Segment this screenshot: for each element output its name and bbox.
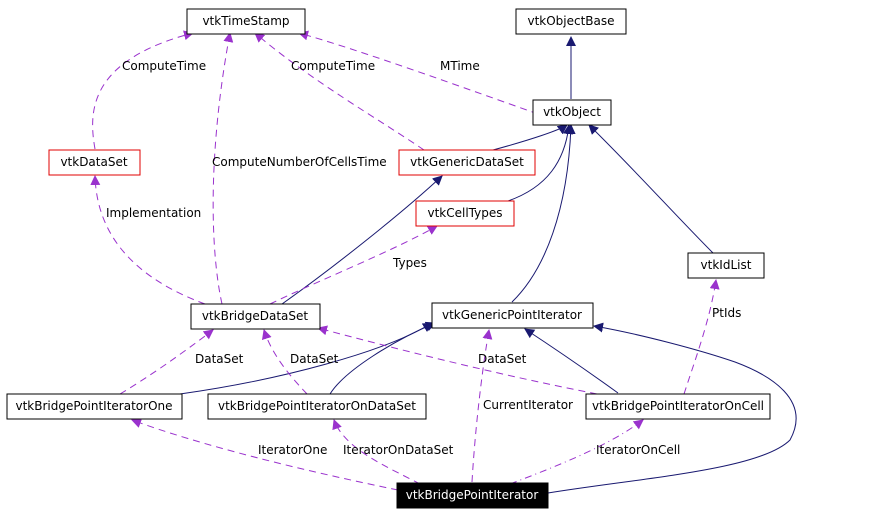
label-computetime-mid: ComputeTime — [291, 59, 375, 73]
svg-text:vtkBridgePointIteratorOnCell: vtkBridgePointIteratorOnCell — [592, 399, 764, 413]
svg-text:vtkObject: vtkObject — [543, 105, 601, 119]
edge-genericdataset-computetime — [254, 32, 425, 151]
node-vtkbridgepointiteratoroncell[interactable]: vtkBridgePointIteratorOnCell — [585, 393, 771, 420]
inheritance-edges — [179, 36, 797, 494]
label-mtime: MTime — [440, 59, 480, 73]
edge-dataset-computetime — [92, 30, 194, 150]
label-iteratoroncell: IteratorOnCell — [596, 443, 680, 457]
node-vtkdataset[interactable]: vtkDataSet — [48, 149, 141, 176]
label-iteratorone: IteratorOne — [258, 443, 327, 457]
label-computenumberofcellstime: ComputeNumberOfCellsTime — [212, 155, 387, 169]
svg-text:vtkBridgePointIteratorOne: vtkBridgePointIteratorOne — [16, 399, 173, 413]
svg-text:vtkTimeStamp: vtkTimeStamp — [202, 14, 289, 28]
label-dataset-mid: DataSet — [290, 352, 339, 366]
edge-idlist-to-object — [588, 124, 714, 254]
label-ptids: PtIds — [712, 306, 741, 320]
edge-genericdataset-to-object — [492, 124, 568, 151]
svg-text:vtkBridgePointIteratorOnDataSe: vtkBridgePointIteratorOnDataSet — [218, 399, 416, 413]
node-vtkobjectbase[interactable]: vtkObjectBase — [515, 8, 627, 35]
svg-text:vtkGenericPointIterator: vtkGenericPointIterator — [442, 308, 582, 322]
label-types: Types — [392, 256, 427, 270]
node-vtkidlist[interactable]: vtkIdList — [687, 252, 765, 279]
edge-bridgepointiterator-iteratorone — [131, 418, 399, 491]
edge-genericpointiterator-to-object — [511, 124, 576, 303]
edge-bridgedataset-computenumberofcellstime — [212, 32, 234, 305]
node-vtkobject[interactable]: vtkObject — [532, 99, 612, 126]
label-computetime-left: ComputeTime — [122, 59, 206, 73]
node-vtkbridgepointiteratorondataset[interactable]: vtkBridgePointIteratorOnDataSet — [207, 393, 427, 420]
edge-one-dataset — [119, 329, 214, 395]
edge-oncell-dataset — [317, 325, 598, 395]
usage-edges — [90, 30, 720, 491]
label-implementation: Implementation — [106, 206, 201, 220]
edge-labels: ComputeTime ComputeTime MTime ComputeNum… — [106, 59, 741, 457]
node-vtkbridgepointiteratorone[interactable]: vtkBridgePointIteratorOne — [6, 393, 183, 420]
svg-text:vtkCellTypes: vtkCellTypes — [428, 206, 503, 220]
edge-ondataset-to-genericpointiterator — [329, 321, 436, 395]
edge-bridgepointiterator-iteratorondataset — [332, 419, 421, 485]
node-vtkbridgepointiterator[interactable]: vtkBridgePointIterator — [396, 482, 549, 509]
svg-text:vtkBridgePointIterator: vtkBridgePointIterator — [406, 488, 539, 502]
svg-text:vtkIdList: vtkIdList — [701, 258, 752, 272]
edge-object-mtime — [298, 30, 539, 115]
edge-oncell-ptids — [683, 279, 720, 395]
edge-bridgepointiterator-currentiterator — [471, 329, 493, 483]
label-currentiterator: CurrentIterator — [483, 398, 573, 412]
label-dataset-right: DataSet — [478, 352, 527, 366]
svg-text:vtkObjectBase: vtkObjectBase — [527, 14, 614, 28]
nodes: vtkTimeStamp vtkObjectBase vtkObject vtk… — [6, 8, 771, 509]
edge-bridgedataset-implementation — [90, 175, 206, 305]
node-vtkgenericpointiterator[interactable]: vtkGenericPointIterator — [431, 302, 594, 329]
edge-ondataset-dataset — [261, 329, 308, 395]
label-dataset-left: DataSet — [195, 352, 244, 366]
node-vtkbridgedataset[interactable]: vtkBridgeDataSet — [190, 303, 321, 330]
node-vtktimestamp[interactable]: vtkTimeStamp — [186, 8, 306, 35]
edge-bridgepointiterator-iteratoroncell — [509, 419, 644, 485]
node-vtkgenericdataset[interactable]: vtkGenericDataSet — [398, 149, 536, 176]
edge-bridgedataset-to-genericdataset — [281, 175, 443, 305]
svg-text:vtkGenericDataSet: vtkGenericDataSet — [410, 155, 524, 169]
node-vtkcelltypes[interactable]: vtkCellTypes — [415, 200, 515, 227]
svg-text:vtkDataSet: vtkDataSet — [60, 155, 127, 169]
label-iteratorondataset: IteratorOnDataSet — [343, 443, 454, 457]
edge-oncell-to-genericpointiterator — [524, 328, 619, 394]
edge-bridgepointiterator-to-genericpointiterator — [547, 322, 797, 494]
svg-text:vtkBridgeDataSet: vtkBridgeDataSet — [202, 309, 309, 323]
edge-celltypes-to-object — [504, 124, 573, 203]
